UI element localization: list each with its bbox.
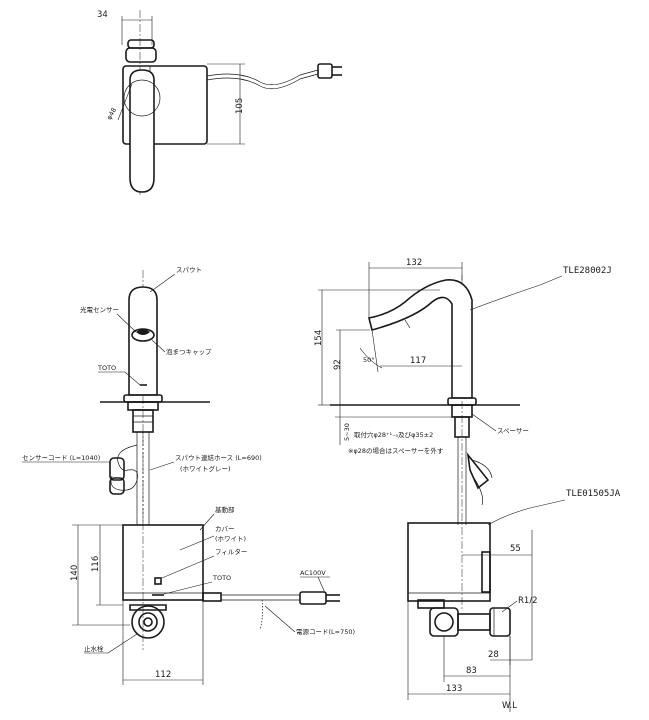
label-stop-valve: 止水栓 [84, 644, 104, 653]
label-body: 基動部 [215, 505, 235, 514]
top-spout-circle [123, 79, 161, 117]
front-sensor-connector-2 [109, 477, 125, 495]
model-faucet: TLE28002J [563, 266, 612, 276]
leader-filter [161, 555, 215, 579]
dim-angle-label: 50° [363, 356, 375, 364]
top-nut [127, 39, 155, 49]
leader-toto-body [163, 581, 213, 595]
front-view: スパウト 光電センサー 泡まつキャップ TOTO センサーコード (L=1040… [22, 266, 355, 685]
dim-116-label: 116 [91, 556, 101, 572]
label-wl: W.L [502, 701, 517, 711]
leader-model-unit [487, 499, 566, 526]
dim-phi48-leader [117, 83, 133, 121]
top-view: 34 φ48 105 [97, 10, 342, 195]
leader-power-cord [264, 605, 296, 633]
leader-hose [149, 461, 175, 471]
dim-34-label: 34 [97, 10, 108, 20]
label-power-cord: 電源コード(L=750) [296, 627, 355, 636]
leader-spout [149, 273, 176, 293]
front-sensor-cord [110, 444, 138, 491]
dim-154-label: 154 [314, 330, 324, 346]
side-sensor-connector [466, 452, 490, 490]
side-shank [454, 416, 470, 438]
front-filter [154, 577, 162, 585]
water-stream [371, 329, 379, 373]
leader-cover [179, 535, 215, 551]
leader-sensor [116, 313, 137, 333]
side-sensor-mark [404, 319, 411, 329]
hole-note: ※φ28の場合はスペーサーを外す [348, 446, 444, 455]
label-ac: AC100V [300, 569, 326, 577]
angle-arc [359, 347, 383, 369]
front-power-cord [221, 594, 300, 601]
leader-r12 [501, 600, 518, 613]
front-stop-valve-cap [129, 604, 167, 611]
leader-toto-spout [124, 371, 141, 386]
top-plug [317, 63, 333, 79]
side-cord [471, 459, 493, 506]
leader-stop-valve [107, 633, 138, 654]
leader-model-faucet [469, 275, 563, 311]
front-stop-valve-core [143, 617, 153, 627]
top-washer [125, 47, 157, 63]
label-sensor: 光電センサー [80, 305, 119, 314]
dim-phi48-label: φ48 [105, 106, 118, 121]
side-spout [368, 279, 473, 399]
dim-92-label: 92 [333, 359, 343, 370]
dim-112-label: 112 [155, 670, 171, 680]
top-spout [129, 69, 155, 193]
label-toto-body: TOTO [212, 574, 231, 582]
label-sensor-cord: センサーコード (L=1040) [22, 454, 100, 462]
side-body-cap [481, 551, 491, 593]
label-cover: カバー [215, 525, 235, 533]
dim-28-label: 28 [488, 650, 499, 660]
label-hose: スパウト連結ホース (L=690) [175, 453, 262, 462]
leader-spacer [471, 413, 497, 432]
label-toto-spout: TOTO [97, 364, 116, 372]
front-stop-valve-outer [131, 605, 165, 639]
top-cord [206, 69, 319, 86]
front-sensor-connector [109, 457, 125, 481]
top-cord-2 [206, 73, 319, 90]
side-pipe [457, 613, 491, 631]
dim-55-label: 55 [510, 544, 521, 554]
side-view: 132 TLE28002J 154 92 50° 117 5~30 取付穴φ28… [314, 258, 621, 712]
label-spout: スパウト [176, 266, 202, 274]
front-cord-tie [259, 599, 264, 631]
leader-body [199, 513, 215, 531]
front-body [122, 524, 204, 601]
side-valve-circle [434, 612, 454, 632]
side-pipe-nut [489, 607, 511, 637]
hole-text: 取付穴φ28⁺¹₋₀及びφ35±2 [354, 430, 433, 439]
dim-133-label: 133 [446, 684, 462, 694]
front-cord-clamp [202, 592, 222, 602]
label-aerator-cap: 泡まつキャップ [166, 347, 212, 356]
side-body [407, 522, 491, 602]
dim-140-label: 140 [70, 565, 80, 581]
dim-83-label: 83 [466, 666, 477, 676]
front-stop-valve-inner [138, 612, 158, 632]
top-body-box [122, 65, 208, 145]
label-spacer: スペーサー [497, 427, 529, 435]
label-cover-color: (ホワイト) [215, 535, 246, 543]
leader-aerator [151, 339, 166, 353]
front-plug [299, 591, 327, 605]
label-hose-color: (ホワイトグレー) [180, 464, 231, 473]
model-unit: TLE01505JA [566, 489, 621, 499]
dim-5-30-label: 5~30 [343, 423, 351, 441]
leader-ac [317, 576, 326, 594]
dim-117-label: 117 [410, 356, 426, 366]
dim-132-label: 132 [406, 258, 422, 268]
side-valve-top [417, 599, 445, 609]
label-r12: R1/2 [518, 596, 538, 606]
dim-105-label: 105 [235, 98, 245, 114]
front-sensor-lens [136, 329, 150, 335]
label-filter: フィルター [215, 547, 247, 556]
